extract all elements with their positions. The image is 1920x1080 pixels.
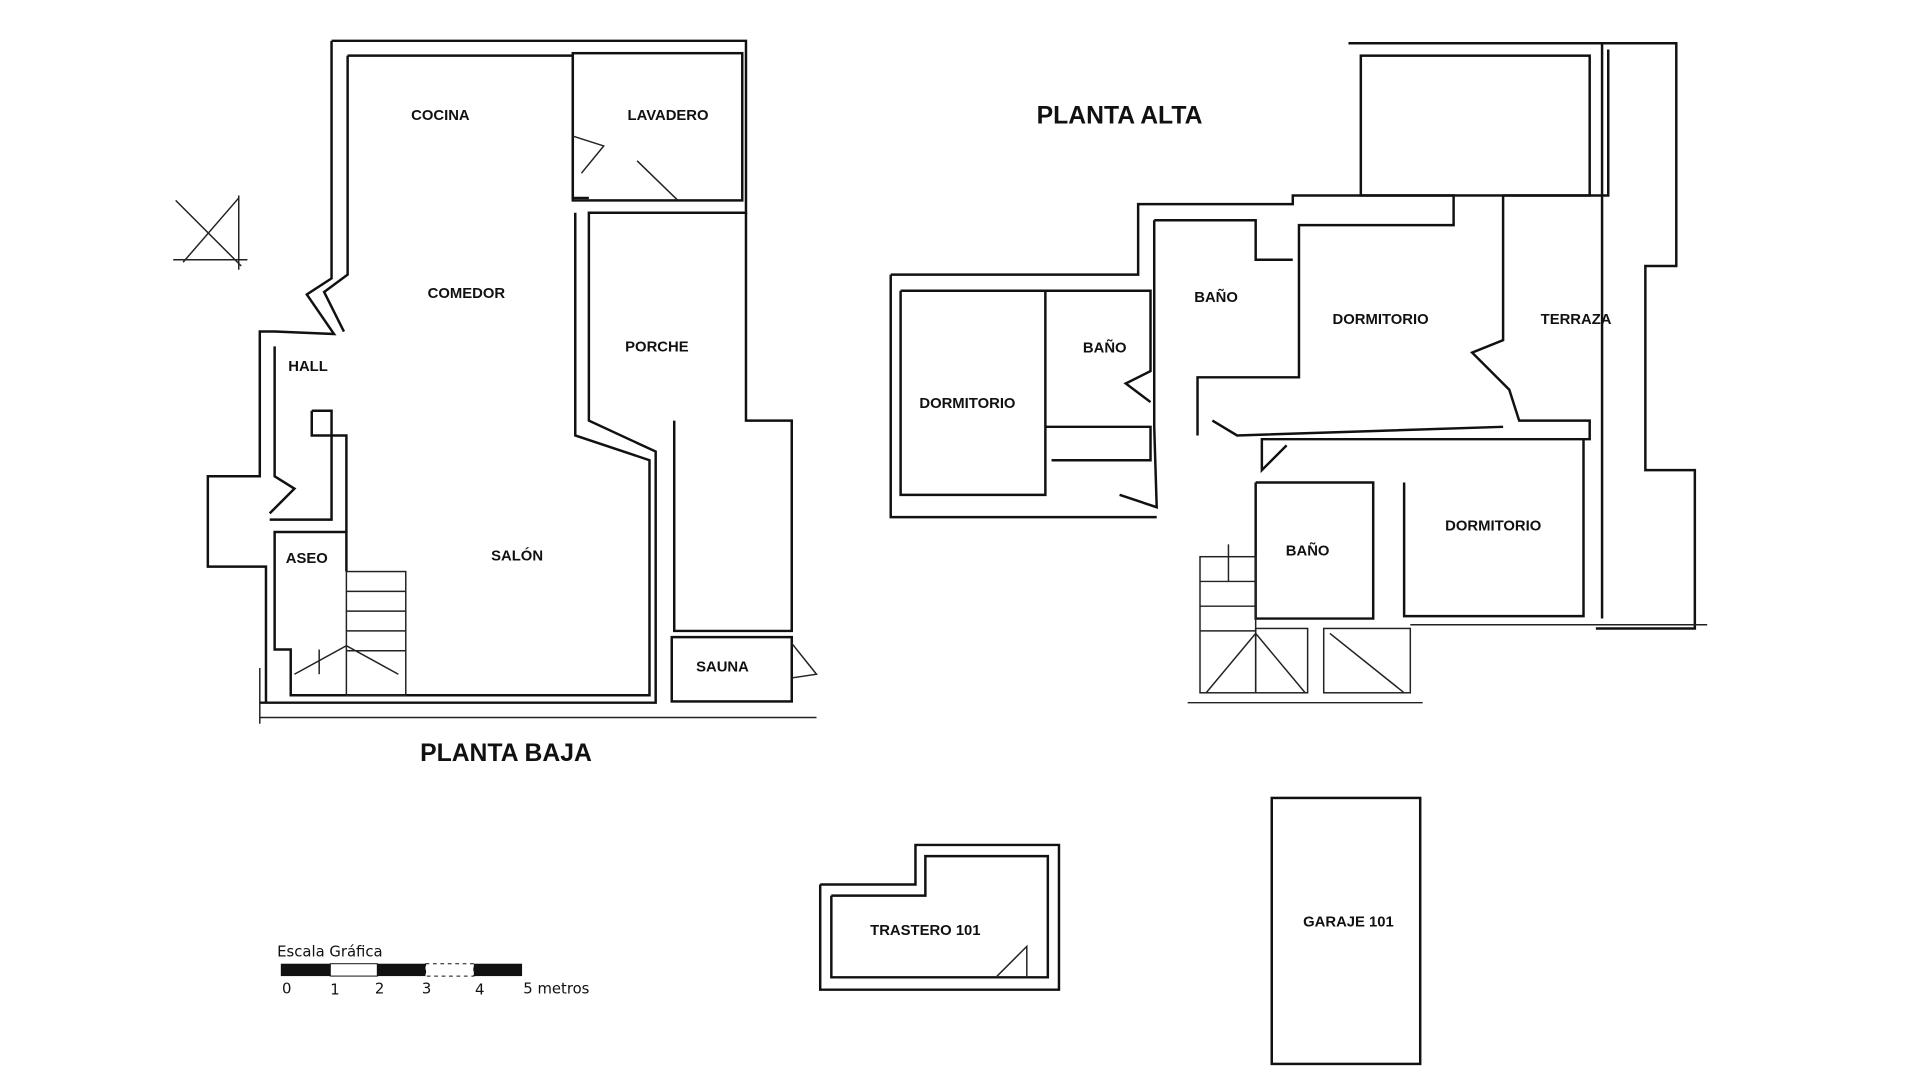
upper-floor-title: PLANTA ALTA bbox=[1037, 103, 1203, 130]
upper-floor-plan bbox=[889, 42, 1708, 704]
stairs-icon bbox=[294, 570, 407, 696]
ground-floor-plan bbox=[206, 39, 818, 724]
scale-tick-1: 1 bbox=[330, 982, 339, 999]
room-label-dormitorio-2: DORMITORIO bbox=[1333, 312, 1429, 328]
room-label-comedor: COMEDOR bbox=[428, 286, 506, 302]
room-label-terraza: TERRAZA bbox=[1541, 312, 1612, 328]
north-marker-icon bbox=[173, 195, 248, 270]
room-label-bano-3: BAÑO bbox=[1286, 541, 1330, 559]
scale-tick-4: 4 bbox=[475, 982, 484, 999]
room-label-lavadero: LAVADERO bbox=[628, 108, 709, 124]
scale-bar: Escala Gráfica 0 1 2 3 4 5 metros bbox=[277, 943, 589, 998]
room-label-aseo: ASEO bbox=[286, 551, 328, 567]
room-label-porche: PORCHE bbox=[625, 339, 689, 355]
room-label-bano-2: BAÑO bbox=[1194, 288, 1238, 306]
scale-title: Escala Gráfica bbox=[277, 943, 383, 960]
room-label-dormitorio-1: DORMITORIO bbox=[919, 396, 1015, 412]
scale-tick-3: 3 bbox=[422, 980, 431, 997]
scale-tick-2: 2 bbox=[375, 980, 384, 997]
room-label-salon: SALÓN bbox=[491, 546, 543, 564]
room-label-sauna: SAUNA bbox=[696, 660, 749, 676]
room-label-hall: HALL bbox=[288, 359, 328, 375]
ground-floor-title: PLANTA BAJA bbox=[420, 740, 592, 767]
upper-stairs-icon bbox=[1199, 544, 1412, 694]
scale-tick-0: 0 bbox=[282, 980, 291, 997]
room-label-bano-1: BAÑO bbox=[1083, 339, 1127, 357]
room-label-cocina: COCINA bbox=[411, 108, 470, 124]
garaje-plan bbox=[1270, 796, 1422, 1066]
trastero-plan bbox=[818, 843, 1061, 991]
room-label-trastero: TRASTERO 101 bbox=[870, 923, 980, 939]
room-label-garaje: GARAJE 101 bbox=[1303, 915, 1394, 931]
room-label-dormitorio-3: DORMITORIO bbox=[1445, 519, 1541, 535]
scale-tick-5: 5 metros bbox=[523, 980, 589, 997]
